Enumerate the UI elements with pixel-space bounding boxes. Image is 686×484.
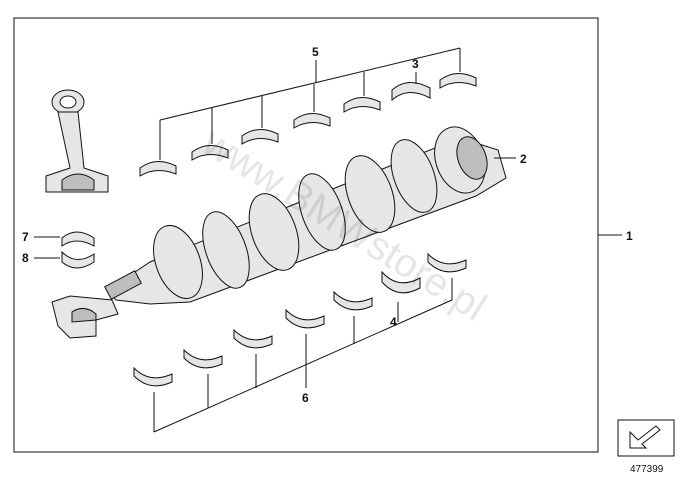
lower-bearing-shells [133, 252, 467, 387]
callout-4: 4 [390, 315, 397, 329]
reference-box [617, 419, 675, 457]
conrod-bearing-shell-7 [61, 231, 95, 247]
callout-7: 7 [22, 230, 29, 244]
conrod-cap [51, 295, 119, 339]
bracket-6 [153, 278, 453, 433]
callout-3: 3 [412, 57, 419, 71]
connecting-rod [45, 89, 109, 193]
callout-2: 2 [520, 152, 527, 166]
reference-number: 477399 [630, 464, 664, 475]
callout-5: 5 [312, 45, 319, 59]
upper-bearing-shells [139, 73, 477, 177]
callout-1: 1 [626, 229, 633, 243]
callout-8: 8 [22, 251, 29, 265]
arrow-icon [629, 425, 661, 449]
callout-6: 6 [302, 391, 309, 405]
conrod-bearing-shell-8 [61, 250, 95, 269]
crankshaft [104, 126, 507, 305]
bracket-5 [159, 47, 461, 160]
